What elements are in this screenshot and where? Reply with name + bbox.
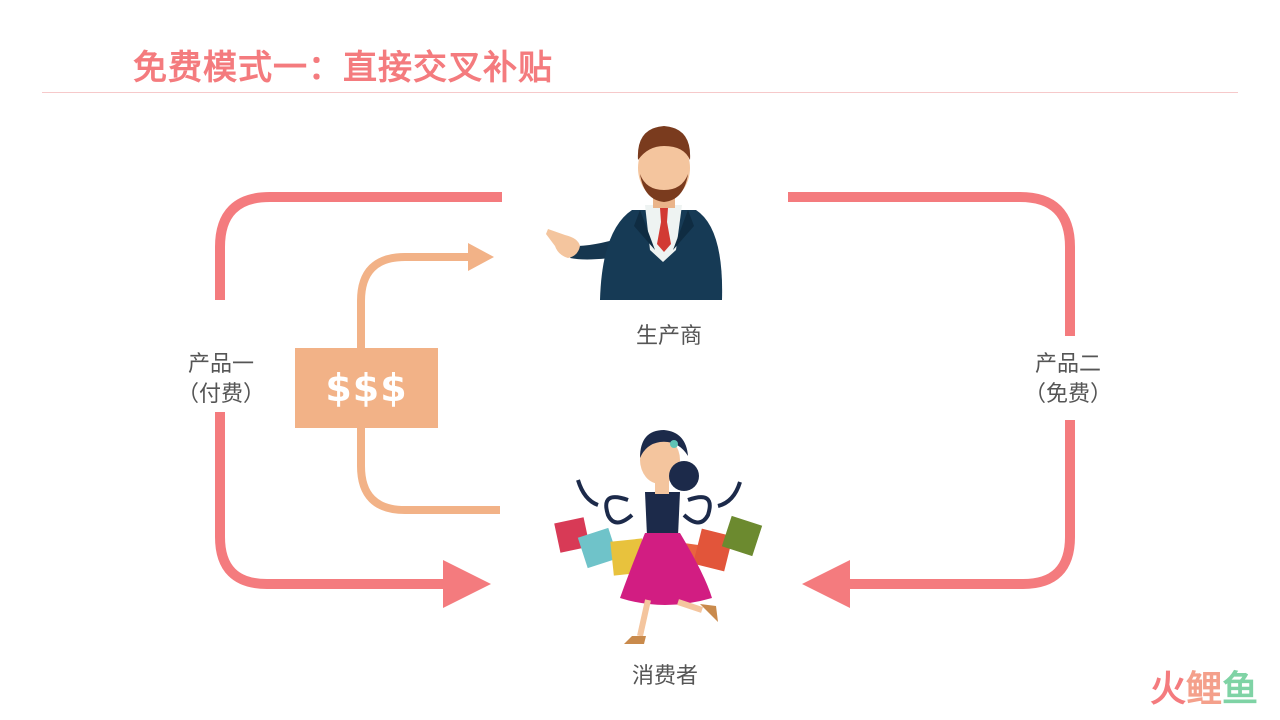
title-divider <box>42 92 1238 93</box>
producer-label: 生产商 <box>635 324 702 349</box>
shopper-woman-icon <box>554 430 763 644</box>
money-box: $$$ <box>295 348 438 428</box>
product-one-name: 产品一 <box>187 352 254 377</box>
consumer-label: 消费者 <box>631 664 698 689</box>
product-two-flow-line <box>788 192 1075 589</box>
product-one-label: 产品一 （付费） <box>166 350 276 410</box>
product-one-note: （付费） <box>176 382 265 407</box>
brand-logo: 火鲤鱼 <box>1149 669 1258 710</box>
money-arrowhead <box>468 243 494 271</box>
page-title: 免费模式一：直接交叉补贴 <box>133 48 553 88</box>
product-two-name: 产品二 <box>1034 352 1101 377</box>
money-flow-line <box>357 253 500 514</box>
money-label: $$$ <box>325 366 408 410</box>
product-two-arrowhead <box>802 560 850 608</box>
product-one-arrowhead <box>443 560 491 608</box>
businessman-icon <box>546 126 723 300</box>
product-two-note: （免费） <box>1023 382 1112 407</box>
product-two-label: 产品二 （免费） <box>1013 350 1123 410</box>
product-one-flow-line <box>215 192 502 589</box>
